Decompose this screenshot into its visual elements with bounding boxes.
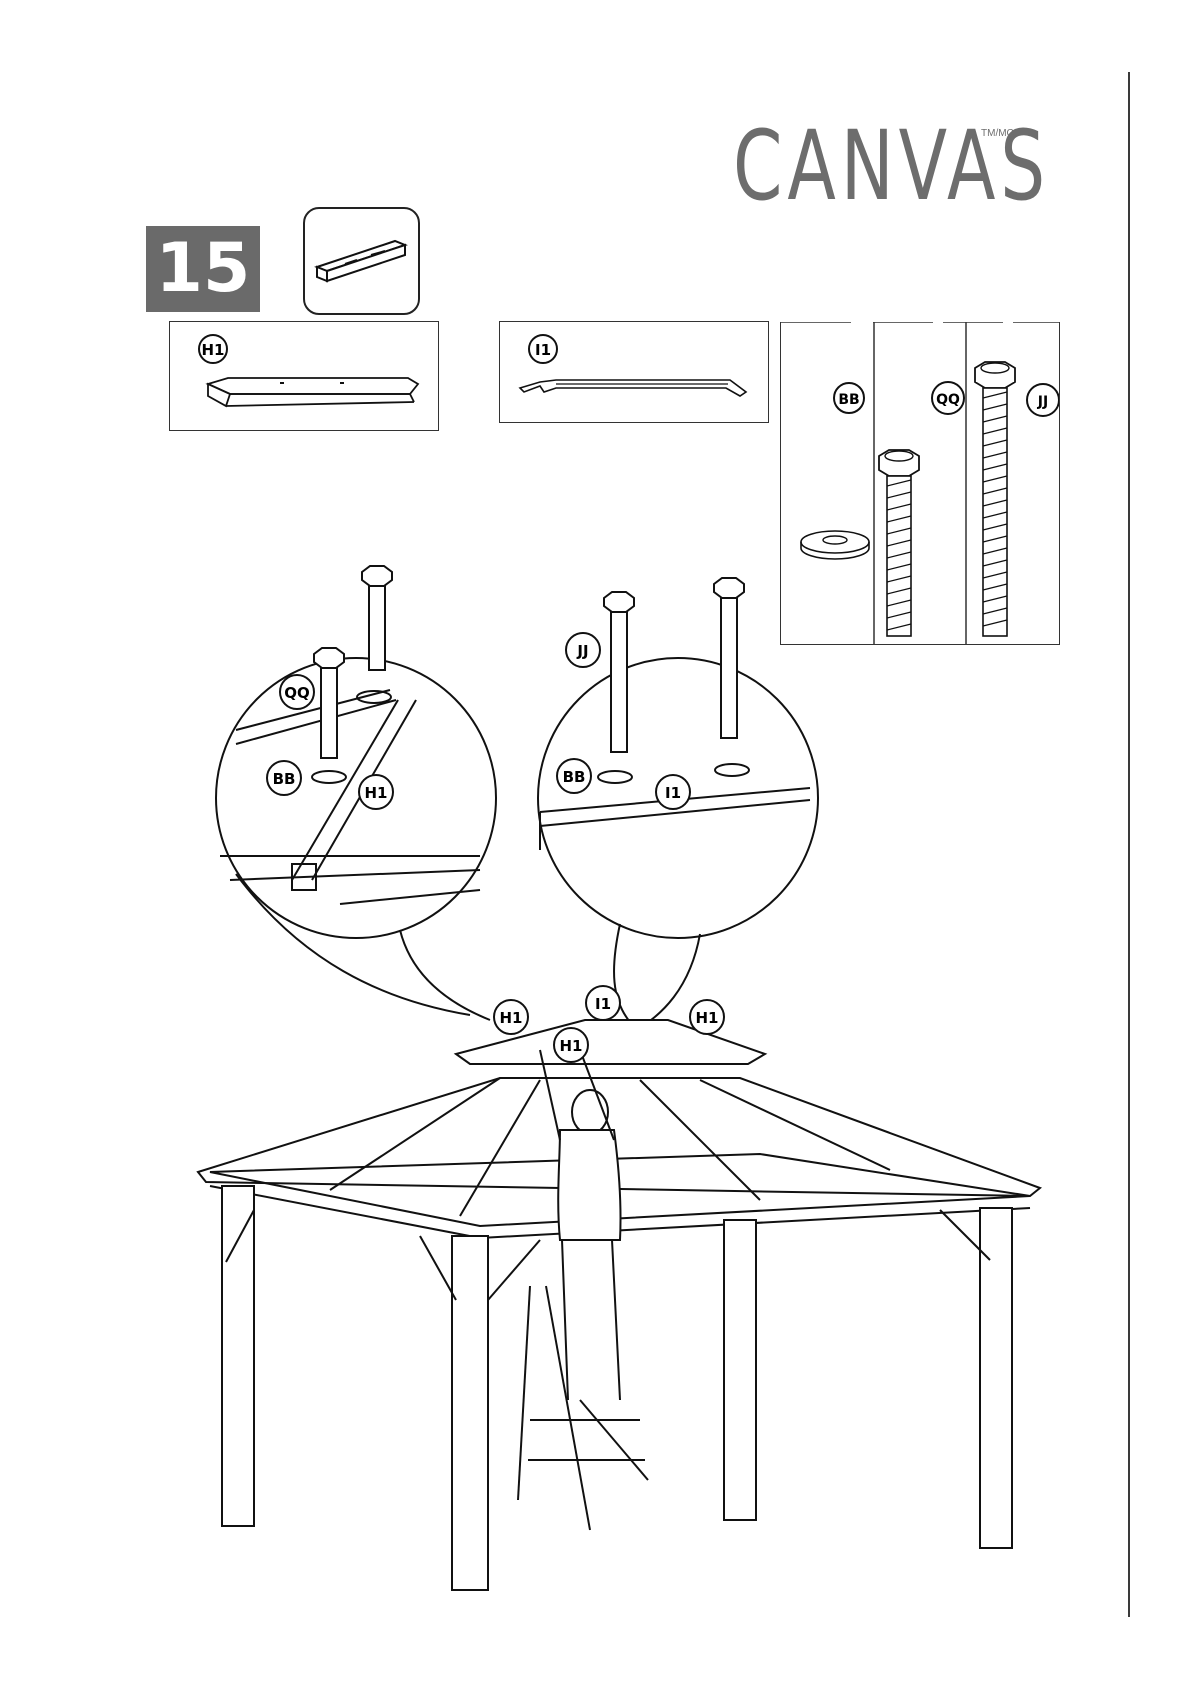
callout-h1-main-right: H1 xyxy=(696,1009,719,1027)
page-edge-rule xyxy=(1128,72,1130,1617)
callout-jj: JJ xyxy=(576,642,588,660)
bb-label: BB xyxy=(838,392,859,408)
detail-circle-left xyxy=(216,658,496,938)
part-box-i1: I1 xyxy=(499,321,769,423)
assembly-illustration: QQ BB H1 JJ BB I1 H1 I1 H1 H1 xyxy=(0,540,1100,1650)
callout-i1-right: I1 xyxy=(665,784,681,802)
jj-label: JJ xyxy=(1037,394,1048,410)
part-box-h1: H1 xyxy=(169,321,439,431)
h1-label: H1 xyxy=(202,341,225,359)
callout-h1-main-center: H1 xyxy=(560,1037,583,1055)
callout-bb-left: BB xyxy=(273,770,296,788)
callout-h1-left: H1 xyxy=(365,784,388,802)
brand-trademark: TM/MC xyxy=(981,128,1014,139)
step-thumbnail xyxy=(303,207,420,315)
qq-label: QQ xyxy=(936,392,960,408)
i1-label: I1 xyxy=(535,341,551,359)
i1-rail-drawing: I1 xyxy=(500,322,768,422)
beam-thumbnail-icon xyxy=(305,209,418,313)
callout-i1-main: I1 xyxy=(595,995,611,1013)
callout-h1-main-left: H1 xyxy=(500,1009,523,1027)
callout-qq: QQ xyxy=(284,684,310,702)
callout-bb-right: BB xyxy=(563,768,586,786)
h1-beam-drawing: H1 xyxy=(170,322,438,430)
step-number: 15 xyxy=(146,226,260,312)
